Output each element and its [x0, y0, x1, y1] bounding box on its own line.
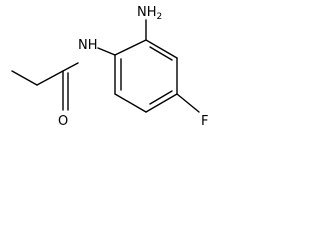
ring-double-1	[149, 46, 173, 61]
bond-c1-c2	[11, 70, 38, 86]
ring-bond-4	[145, 93, 178, 113]
amine-nh-text: NH	[137, 5, 157, 20]
carbonyl-o-label: O	[58, 114, 68, 129]
bond-carbonyl-amide-n	[62, 62, 79, 72]
molecule-structure: NH O F NH2	[11, 5, 208, 129]
ring-bond-2	[145, 39, 178, 59]
amine-subscript: 2	[157, 12, 163, 22]
bond-ring-fluorine	[176, 93, 200, 113]
bond-amide-n-ring	[97, 47, 116, 56]
ring-double-2	[149, 90, 173, 105]
ring-bond-5	[114, 93, 147, 113]
fluorine-label: F	[201, 114, 208, 129]
amide-nh-label: NH	[78, 38, 98, 53]
amine-nh2-label: NH2	[137, 5, 162, 22]
bond-c2-c3	[36, 70, 64, 86]
ring-bond-1	[114, 39, 147, 56]
